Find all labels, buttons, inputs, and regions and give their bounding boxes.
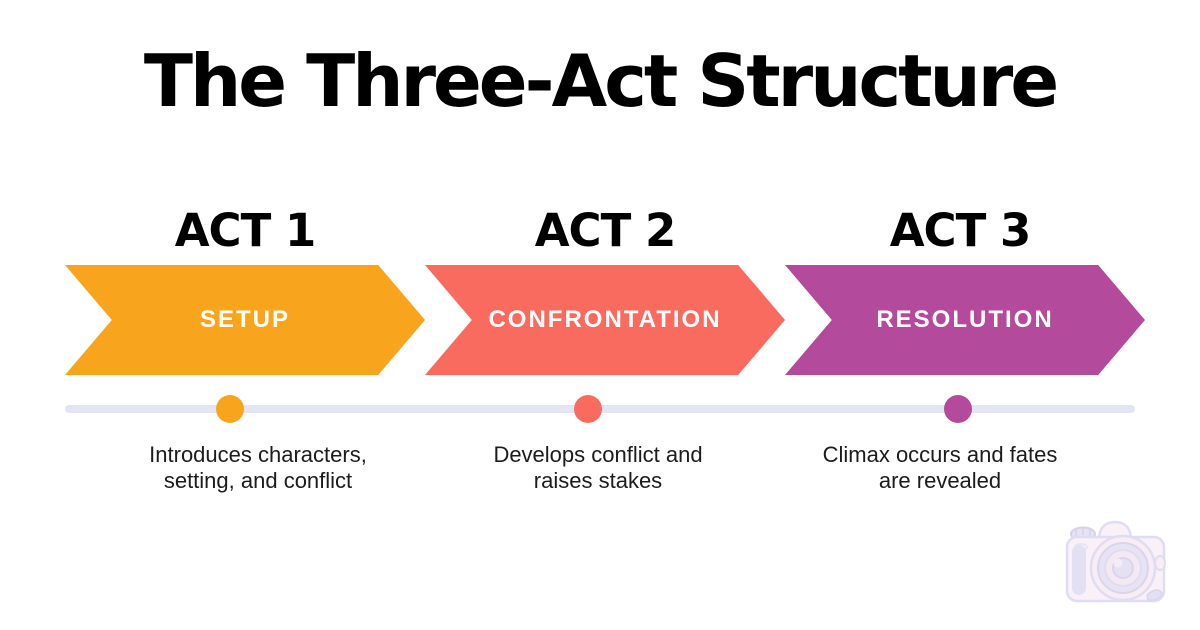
act1-timeline-dot — [216, 395, 244, 423]
act2-description-line1: Develops conflict and — [493, 442, 703, 467]
act1-description-line2: setting, and conflict — [163, 467, 353, 493]
act2-chevron-label: CONFRONTATION — [488, 306, 722, 333]
act2-heading: ACT 2 — [534, 204, 677, 257]
act3-chevron-label: RESOLUTION — [876, 306, 1054, 333]
act3-description-line2: are revealed — [878, 467, 1002, 493]
act1-description: Introduces characters, setting, and conf… — [78, 442, 438, 494]
act1-heading: ACT 1 — [174, 204, 317, 257]
camera-icon — [1065, 520, 1166, 603]
act1-chevron-arrow: SETUP — [65, 265, 425, 375]
act3-chevron-arrow: RESOLUTION — [785, 265, 1145, 375]
page-title: The Three-Act Structure — [143, 39, 1059, 123]
act3-heading: ACT 3 — [889, 204, 1032, 257]
act2-chevron-arrow: CONFRONTATION — [425, 265, 785, 375]
act1-chevron-label: SETUP — [199, 306, 290, 333]
act3-description: Climax occurs and fates are revealed — [760, 442, 1120, 494]
act2-timeline-dot — [574, 395, 602, 423]
act3-description-line1: Climax occurs and fates — [822, 442, 1058, 467]
act2-description-line2: raises stakes — [533, 467, 663, 493]
act1-description-line1: Introduces characters, — [149, 442, 367, 467]
act3-timeline-dot — [944, 395, 972, 423]
act2-description: Develops conflict and raises stakes — [418, 442, 778, 494]
